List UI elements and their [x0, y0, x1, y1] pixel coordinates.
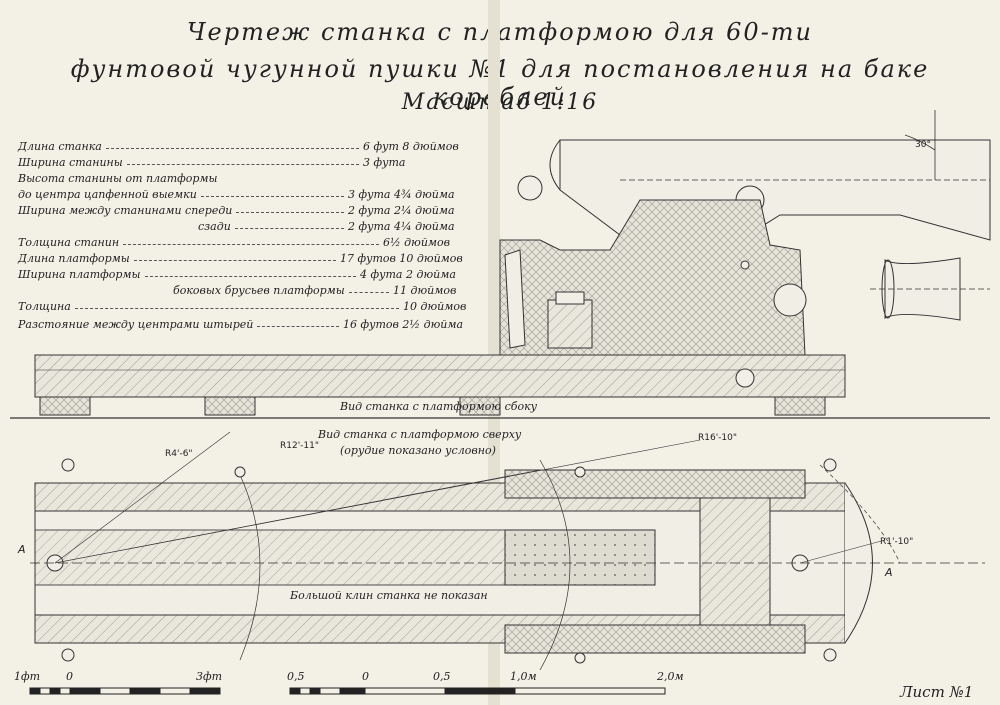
spec-row: Толщина 10 дюймов — [18, 300, 466, 313]
spec-label: Разстояние между центрами штырей — [18, 318, 254, 331]
spec-row: Длина платформы 17 футов 10 дюймов — [18, 252, 463, 265]
angle-label: 30° — [915, 140, 931, 150]
spec-row: до центра цапфенной выемки 3 фута 4¾ дюй… — [18, 188, 455, 201]
spec-label: сзади — [198, 220, 231, 233]
wedge-block — [547, 299, 593, 349]
spec-label: Длина платформы — [18, 252, 130, 265]
spec-label: Толщина — [18, 300, 71, 313]
spec-leader — [127, 164, 359, 165]
scale-label: 0,5 — [433, 670, 451, 683]
spec-label: Длина станка — [18, 140, 102, 153]
ring-bolt — [735, 368, 755, 388]
spec-value: 4 фута 2 дюйма — [360, 268, 456, 281]
scale-label: 3фт — [196, 670, 223, 683]
spec-row: Ширина между станинами спереди 2 фута 2¼… — [18, 204, 455, 217]
scale-label: 1фт — [14, 670, 41, 683]
spec-leader — [123, 244, 379, 245]
platform-side — [34, 354, 846, 398]
gun-barrel-top — [504, 529, 656, 586]
spec-label: Высота станины от платформы — [18, 172, 218, 185]
top-view-label: Вид станка с платформою сверху — [318, 428, 522, 441]
barrel-section-detail — [870, 257, 990, 321]
spec-leader — [236, 212, 344, 213]
spec-leader — [145, 276, 356, 277]
spec-row: Ширина платформы 4 фута 2 дюйма — [18, 268, 456, 281]
spec-value: 6 фут 8 дюймов — [363, 140, 459, 153]
spec-value: 16 футов 2½ дюйма — [343, 318, 464, 331]
spec-value: 11 дюймов — [393, 284, 457, 297]
side-view — [34, 139, 991, 416]
spec-value: 3 фута 4¾ дюйма — [348, 188, 455, 201]
spec-row: сзади 2 фута 4¼ дюйма — [18, 220, 455, 233]
axis-label-left: А — [18, 543, 26, 556]
scale-label: 0,5 — [287, 670, 305, 683]
wedge-note: Большой клин станка не показан — [290, 589, 488, 602]
spec-leader — [257, 326, 339, 327]
spec-leader — [106, 148, 359, 149]
spec-label: Толщина станин — [18, 236, 120, 249]
scale-label: 0 — [362, 670, 369, 683]
scale-label: 2,0м — [657, 670, 684, 683]
scale-bar — [29, 687, 666, 695]
spec-leader — [235, 228, 344, 229]
carriage-cheek — [499, 199, 806, 356]
spec-row: Ширина станины 3 фута — [18, 156, 405, 169]
spec-leader — [201, 196, 344, 197]
front-truck — [773, 283, 807, 317]
spec-value: 10 дюймов — [403, 300, 467, 313]
spec-label: до центра цапфенной выемки — [18, 188, 197, 201]
spec-row: Разстояние между центрами штырей 16 футо… — [18, 318, 463, 331]
spec-label: боковых брусьев платформы — [173, 284, 345, 297]
radius-label-1: R4'-6" — [165, 449, 193, 459]
spec-value: 2 фута 4¼ дюйма — [348, 220, 455, 233]
carriage-left-cheek — [504, 469, 806, 499]
scale-label: 0 — [66, 670, 73, 683]
spec-value: 2 фута 2¼ дюйма — [348, 204, 455, 217]
spec-value: 17 футов 10 дюймов — [340, 252, 463, 265]
side-view-label: Вид станка с платформою сбоку — [340, 400, 538, 413]
top-view-note: (орудие показано условно) — [340, 444, 496, 457]
scale-label: 1,0м — [510, 670, 537, 683]
spec-row: боковых брусьев платформы 11 дюймов — [18, 284, 456, 297]
spec-label: Ширина станины — [18, 156, 123, 169]
radius-label-3: R16'-10" — [698, 433, 738, 443]
radius-label-4: R1'-10" — [880, 537, 914, 547]
front-axle — [699, 497, 771, 626]
spec-row: Толщина станин 6½ дюймов — [18, 236, 450, 249]
spec-row: Длина станка 6 фут 8 дюймов — [18, 140, 459, 153]
lever — [504, 249, 526, 349]
spec-value: 6½ дюймов — [383, 236, 451, 249]
cascabel — [517, 175, 543, 201]
angle-mark — [904, 110, 936, 180]
spec-leader — [134, 260, 336, 261]
sheet-number: Лист №1 — [900, 683, 974, 701]
spec-leader — [349, 292, 389, 293]
axis-label-right: А — [885, 566, 893, 579]
spec-label: Ширина между станинами спереди — [18, 204, 233, 217]
radius-label-2: R12'-11" — [280, 441, 320, 451]
carriage-right-cheek — [504, 624, 806, 654]
spec-leader — [75, 308, 399, 309]
spec-row: Высота станины от платформы — [18, 172, 217, 185]
top-view — [30, 431, 985, 671]
spec-value: 3 фута — [363, 156, 406, 169]
spec-label: Ширина платформы — [18, 268, 141, 281]
